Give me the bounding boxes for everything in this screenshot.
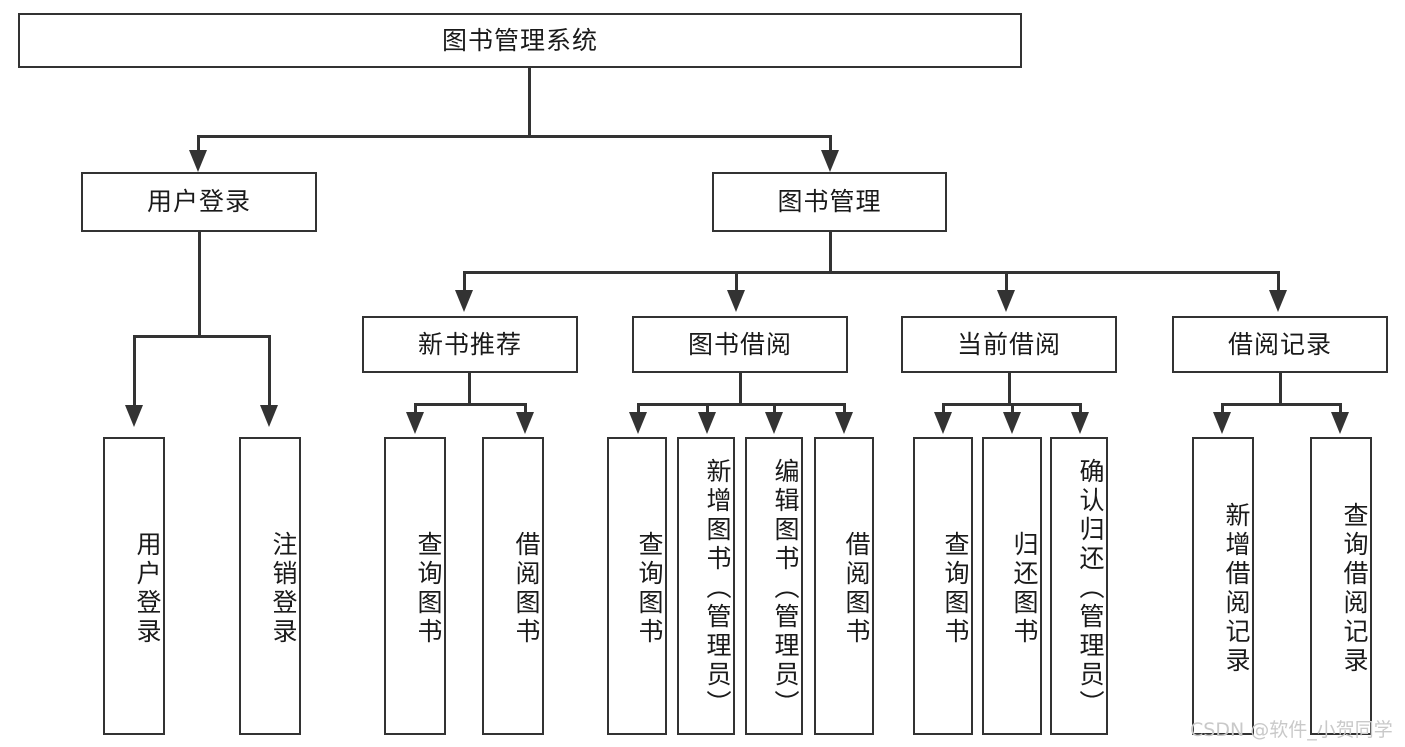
connector-nbr-drop-2 bbox=[524, 403, 527, 415]
connector-root-to-book-management bbox=[829, 135, 832, 157]
node-root-book-management-system[interactable]: 图书管理系统 bbox=[18, 13, 1022, 68]
connector-book-management-stem bbox=[829, 232, 832, 273]
connector-bm-drop-2 bbox=[735, 271, 738, 293]
leaf-logout[interactable]: 注销登录 bbox=[239, 437, 301, 735]
arrowhead-leaf-user-login bbox=[125, 405, 143, 427]
leaf-bb-query-book[interactable]: 查询图书 bbox=[607, 437, 667, 735]
connector-book-management-bus bbox=[463, 271, 1280, 274]
leaf-bb-edit-book[interactable]: 编辑图书（管理员） bbox=[745, 437, 803, 735]
arrowhead-bb-add-book bbox=[698, 412, 716, 434]
arrowhead-nbr-query-book bbox=[406, 412, 424, 434]
connector-cb-drop-3 bbox=[1079, 403, 1082, 415]
arrowhead-new-book-recommend bbox=[455, 290, 473, 312]
connector-bm-drop-4 bbox=[1277, 271, 1280, 293]
leaf-user-login[interactable]: 用户登录 bbox=[103, 437, 165, 735]
leaf-br-add-record[interactable]: 新增借阅记录 bbox=[1192, 437, 1254, 735]
connector-br-drop-2 bbox=[1339, 403, 1342, 415]
arrowhead-bb-edit-book bbox=[765, 412, 783, 434]
connector-user-login-bus bbox=[133, 335, 270, 338]
connector-br-drop-1 bbox=[1221, 403, 1224, 415]
connector-br-bus bbox=[1221, 403, 1341, 406]
connector-bb-stem bbox=[739, 373, 742, 405]
csdn-watermark: CSDN @软件_小贺同学 bbox=[1190, 719, 1393, 741]
connector-root-bus bbox=[197, 135, 831, 138]
node-book-borrow[interactable]: 图书借阅 bbox=[632, 316, 848, 373]
arrowhead-cb-confirm-return bbox=[1071, 412, 1089, 434]
connector-nbr-drop-1 bbox=[414, 403, 417, 415]
arrowhead-root-to-book-management bbox=[821, 150, 839, 172]
arrowhead-leaf-logout bbox=[260, 405, 278, 427]
leaf-cb-return-book[interactable]: 归还图书 bbox=[982, 437, 1042, 735]
connector-bb-drop-4 bbox=[843, 403, 846, 415]
arrowhead-cb-query-book bbox=[934, 412, 952, 434]
connector-cb-stem bbox=[1008, 373, 1011, 405]
node-current-borrow[interactable]: 当前借阅 bbox=[901, 316, 1117, 373]
node-new-book-recommend[interactable]: 新书推荐 bbox=[362, 316, 578, 373]
arrowhead-root-to-user-login bbox=[189, 150, 207, 172]
node-book-management[interactable]: 图书管理 bbox=[712, 172, 947, 232]
connector-bm-drop-1 bbox=[463, 271, 466, 293]
connector-bm-drop-3 bbox=[1005, 271, 1008, 293]
connector-nbr-stem bbox=[468, 373, 471, 405]
leaf-bb-add-book[interactable]: 新增图书（管理员） bbox=[677, 437, 735, 735]
connector-bb-drop-2 bbox=[706, 403, 709, 415]
arrowhead-bb-borrow-book bbox=[835, 412, 853, 434]
connector-nbr-bus bbox=[414, 403, 526, 406]
arrowhead-br-add-record bbox=[1213, 412, 1231, 434]
arrowhead-cb-return-book bbox=[1003, 412, 1021, 434]
connector-cb-drop-1 bbox=[942, 403, 945, 415]
connector-bb-drop-1 bbox=[637, 403, 640, 415]
arrowhead-bb-query-book bbox=[629, 412, 647, 434]
connector-bb-bus bbox=[637, 403, 845, 406]
leaf-nbr-borrow-book[interactable]: 借阅图书 bbox=[482, 437, 544, 735]
connector-bb-drop-3 bbox=[773, 403, 776, 415]
connector-root-to-user-login bbox=[197, 135, 200, 157]
leaf-br-query-record[interactable]: 查询借阅记录 bbox=[1310, 437, 1372, 735]
arrowhead-current-borrow bbox=[997, 290, 1015, 312]
leaf-bb-borrow-book[interactable]: 借阅图书 bbox=[814, 437, 874, 735]
connector-user-login-stem bbox=[198, 232, 201, 337]
arrowhead-br-query-record bbox=[1331, 412, 1349, 434]
arrowhead-book-borrow bbox=[727, 290, 745, 312]
node-user-login[interactable]: 用户登录 bbox=[81, 172, 317, 232]
arrowhead-borrow-record bbox=[1269, 290, 1287, 312]
arrowhead-nbr-borrow-book bbox=[516, 412, 534, 434]
leaf-cb-query-book[interactable]: 查询图书 bbox=[913, 437, 973, 735]
node-borrow-record[interactable]: 借阅记录 bbox=[1172, 316, 1388, 373]
leaf-nbr-query-book[interactable]: 查询图书 bbox=[384, 437, 446, 735]
connector-root-stem bbox=[528, 68, 531, 137]
connector-user-login-drop-2 bbox=[268, 335, 271, 407]
connector-user-login-drop-1 bbox=[133, 335, 136, 407]
connector-br-stem bbox=[1279, 373, 1282, 405]
connector-cb-drop-2 bbox=[1011, 403, 1014, 415]
leaf-cb-confirm-return[interactable]: 确认归还（管理员） bbox=[1050, 437, 1108, 735]
